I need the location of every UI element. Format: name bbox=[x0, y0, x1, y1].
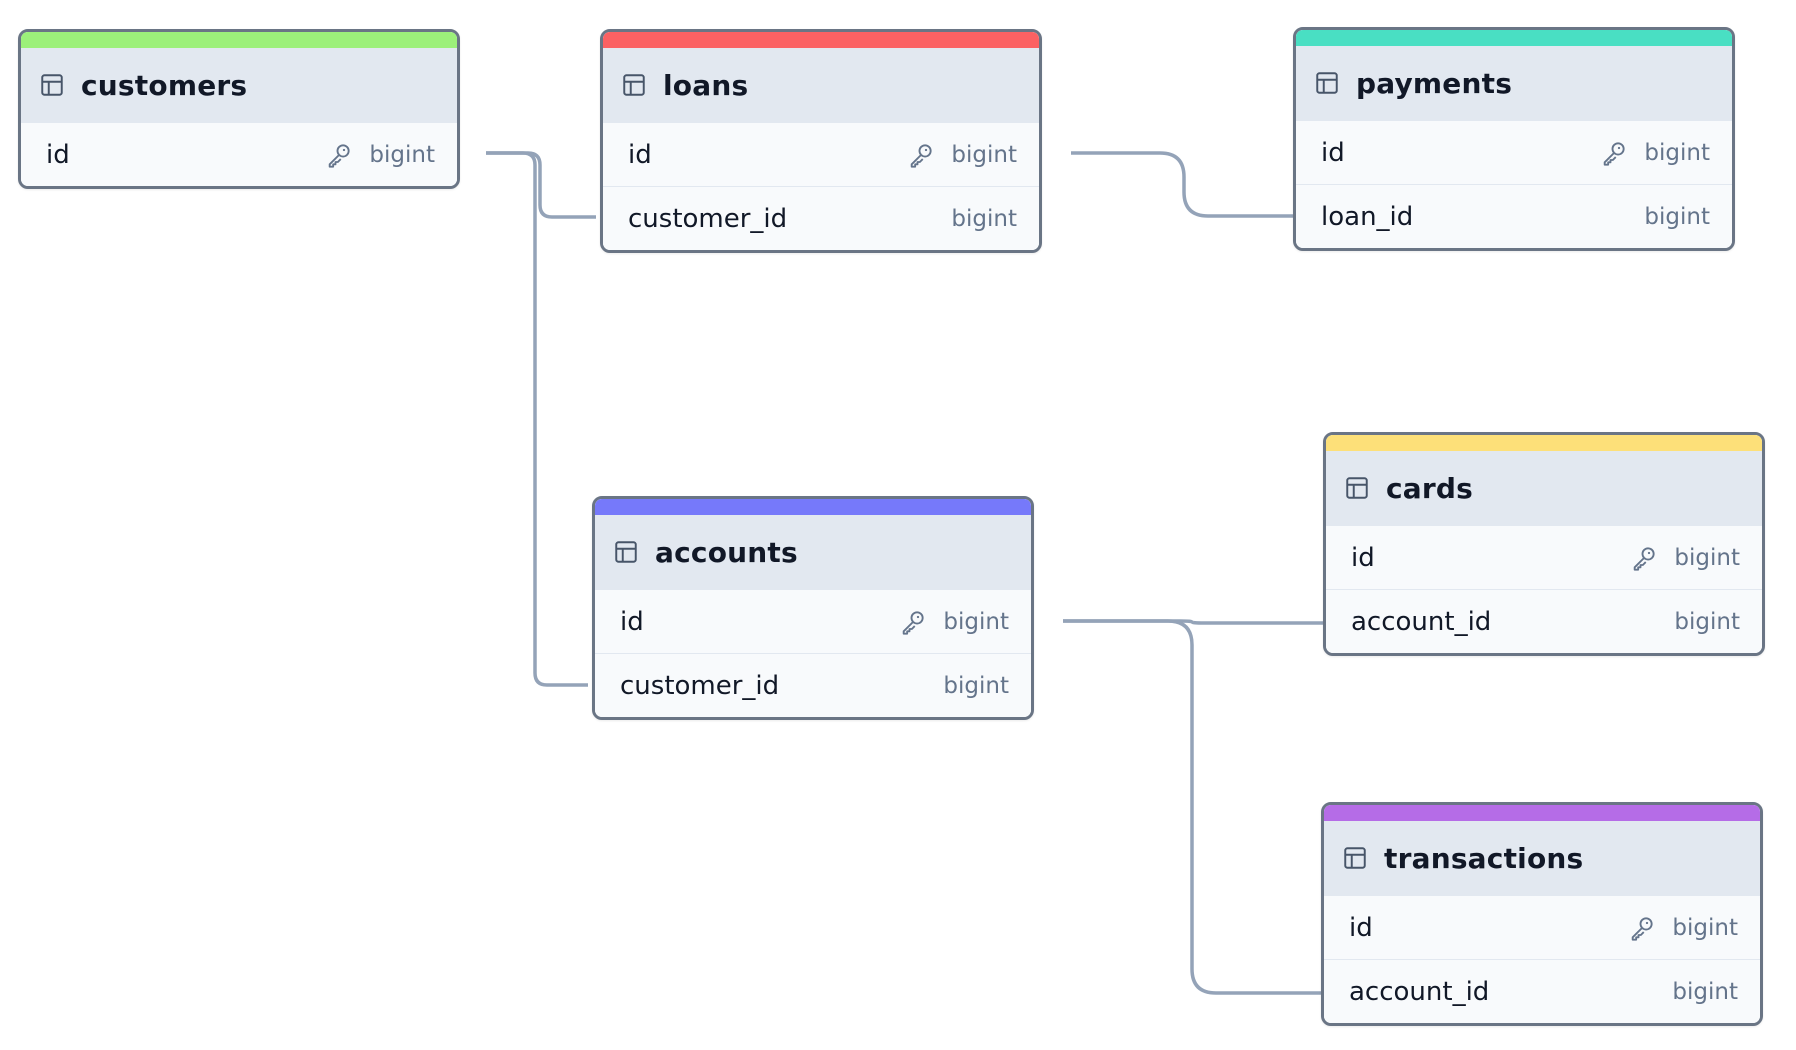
column-name: customer_id bbox=[620, 670, 780, 701]
column-type: bigint bbox=[951, 141, 1017, 168]
column-name: id bbox=[628, 139, 652, 170]
table-name: cards bbox=[1386, 471, 1474, 505]
column-row[interactable]: id bigint bbox=[603, 122, 1039, 186]
column-row[interactable]: id bigint bbox=[1296, 120, 1732, 184]
column-type: bigint bbox=[1644, 203, 1710, 230]
relationship-accounts-cards[interactable] bbox=[1063, 619, 1324, 625]
column-name: id bbox=[1321, 137, 1345, 168]
column-name: id bbox=[46, 139, 70, 170]
table-header[interactable]: loans bbox=[603, 32, 1039, 122]
column-row[interactable]: id bigint bbox=[1324, 895, 1760, 959]
key-icon bbox=[1632, 916, 1654, 941]
relationship-customers-accounts[interactable] bbox=[486, 151, 588, 687]
table-icon bbox=[623, 74, 645, 96]
table-name: loans bbox=[663, 68, 749, 102]
table-name: payments bbox=[1356, 66, 1513, 100]
table-name: transactions bbox=[1384, 841, 1584, 875]
column-row[interactable]: customer_id bigint bbox=[595, 653, 1031, 717]
relationship-loans-payments[interactable] bbox=[1071, 151, 1294, 218]
key-icon bbox=[329, 143, 351, 168]
column-type: bigint bbox=[369, 141, 435, 168]
column-row[interactable]: customer_id bigint bbox=[603, 186, 1039, 250]
key-icon bbox=[903, 610, 925, 635]
table-name: accounts bbox=[655, 535, 798, 569]
column-name: id bbox=[1351, 542, 1375, 573]
table-customers[interactable]: customers id bigint bbox=[18, 29, 460, 189]
table-icon bbox=[1346, 477, 1368, 499]
table-loans[interactable]: loans id bigint customer_id bigint bbox=[600, 29, 1042, 253]
relationship-accounts-transactions[interactable] bbox=[1063, 619, 1322, 995]
column-type: bigint bbox=[1674, 608, 1740, 635]
column-type: bigint bbox=[1644, 139, 1710, 166]
table-header[interactable]: cards bbox=[1326, 435, 1762, 525]
column-name: customer_id bbox=[628, 203, 788, 234]
column-row[interactable]: account_id bigint bbox=[1326, 589, 1762, 653]
table-header[interactable]: customers bbox=[21, 32, 457, 122]
table-payments[interactable]: payments id bigint loan_id bigint bbox=[1293, 27, 1735, 251]
column-row[interactable]: id bigint bbox=[1326, 525, 1762, 589]
column-name: account_id bbox=[1351, 606, 1492, 637]
column-name: account_id bbox=[1349, 976, 1490, 1007]
table-header[interactable]: transactions bbox=[1324, 805, 1760, 895]
column-type: bigint bbox=[951, 205, 1017, 232]
table-icon bbox=[1344, 847, 1366, 869]
key-icon bbox=[1604, 141, 1626, 166]
table-header[interactable]: payments bbox=[1296, 30, 1732, 120]
table-icon bbox=[41, 74, 63, 96]
table-name: customers bbox=[81, 68, 248, 102]
column-row[interactable]: id bigint bbox=[21, 122, 457, 186]
column-type: bigint bbox=[1672, 914, 1738, 941]
column-row[interactable]: account_id bigint bbox=[1324, 959, 1760, 1023]
column-row[interactable]: loan_id bigint bbox=[1296, 184, 1732, 248]
relationship-customers-loans[interactable] bbox=[486, 151, 596, 219]
column-type: bigint bbox=[943, 672, 1009, 699]
key-icon bbox=[1634, 546, 1656, 571]
key-icon bbox=[911, 143, 933, 168]
column-type: bigint bbox=[1674, 544, 1740, 571]
column-name: loan_id bbox=[1321, 201, 1414, 232]
column-name: id bbox=[620, 606, 644, 637]
table-icon bbox=[615, 541, 637, 563]
table-transactions[interactable]: transactions id bigint account_id bigint bbox=[1321, 802, 1763, 1026]
column-type: bigint bbox=[943, 608, 1009, 635]
column-row[interactable]: id bigint bbox=[595, 589, 1031, 653]
table-header[interactable]: accounts bbox=[595, 499, 1031, 589]
table-cards[interactable]: cards id bigint account_id bigint bbox=[1323, 432, 1765, 656]
column-type: bigint bbox=[1672, 978, 1738, 1005]
table-accounts[interactable]: accounts id bigint customer_id bigint bbox=[592, 496, 1034, 720]
column-name: id bbox=[1349, 912, 1373, 943]
table-icon bbox=[1316, 72, 1338, 94]
